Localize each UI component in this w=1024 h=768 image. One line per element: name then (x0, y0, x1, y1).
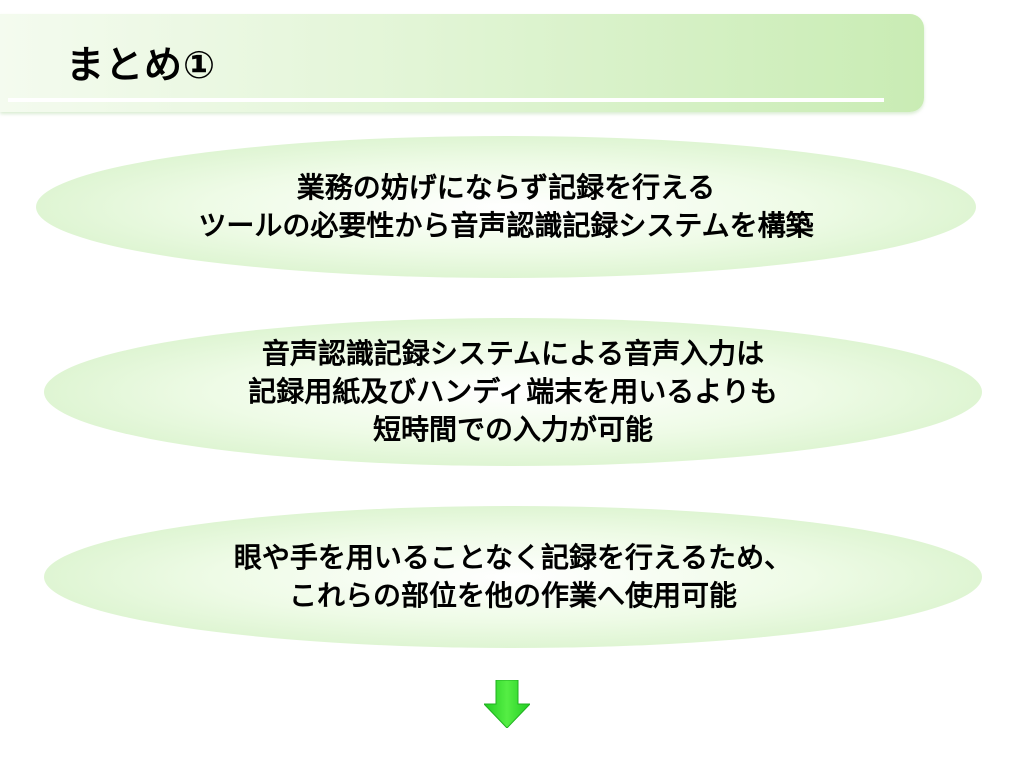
title-bar (0, 14, 924, 112)
summary-3-line-2: これらの部位を他の作業へ使用可能 (288, 579, 737, 612)
summary-1-line-1: 業務の妨げにならず記録を行える (296, 171, 716, 204)
summary-3-line-1: 眼や手を用いることなく記録を行えるため、 (233, 541, 793, 574)
summary-1-line-2: ツールの必要性から音声認識記録システムを構築 (198, 209, 814, 242)
summary-2-line-1: 音声認識記録システムによる音声入力は (261, 337, 765, 370)
summary-2-line-3: 短時間での入力が可能 (372, 413, 653, 446)
summary-2-line-2: 記録用紙及びハンディ端末を用いるよりも (248, 375, 778, 408)
slide-title: まとめ① (66, 43, 217, 87)
arrow-down-icon (484, 680, 530, 728)
summary-ellipse-3: 眼や手を用いることなく記録を行えるため、 これらの部位を他の作業へ使用可能 (44, 506, 982, 648)
summary-ellipse-2: 音声認識記録システムによる音声入力は 記録用紙及びハンディ端末を用いるよりも 短… (44, 318, 982, 466)
summary-ellipse-1: 業務の妨げにならず記録を行える ツールの必要性から音声認識記録システムを構築 (36, 136, 976, 278)
title-underline (8, 98, 884, 102)
